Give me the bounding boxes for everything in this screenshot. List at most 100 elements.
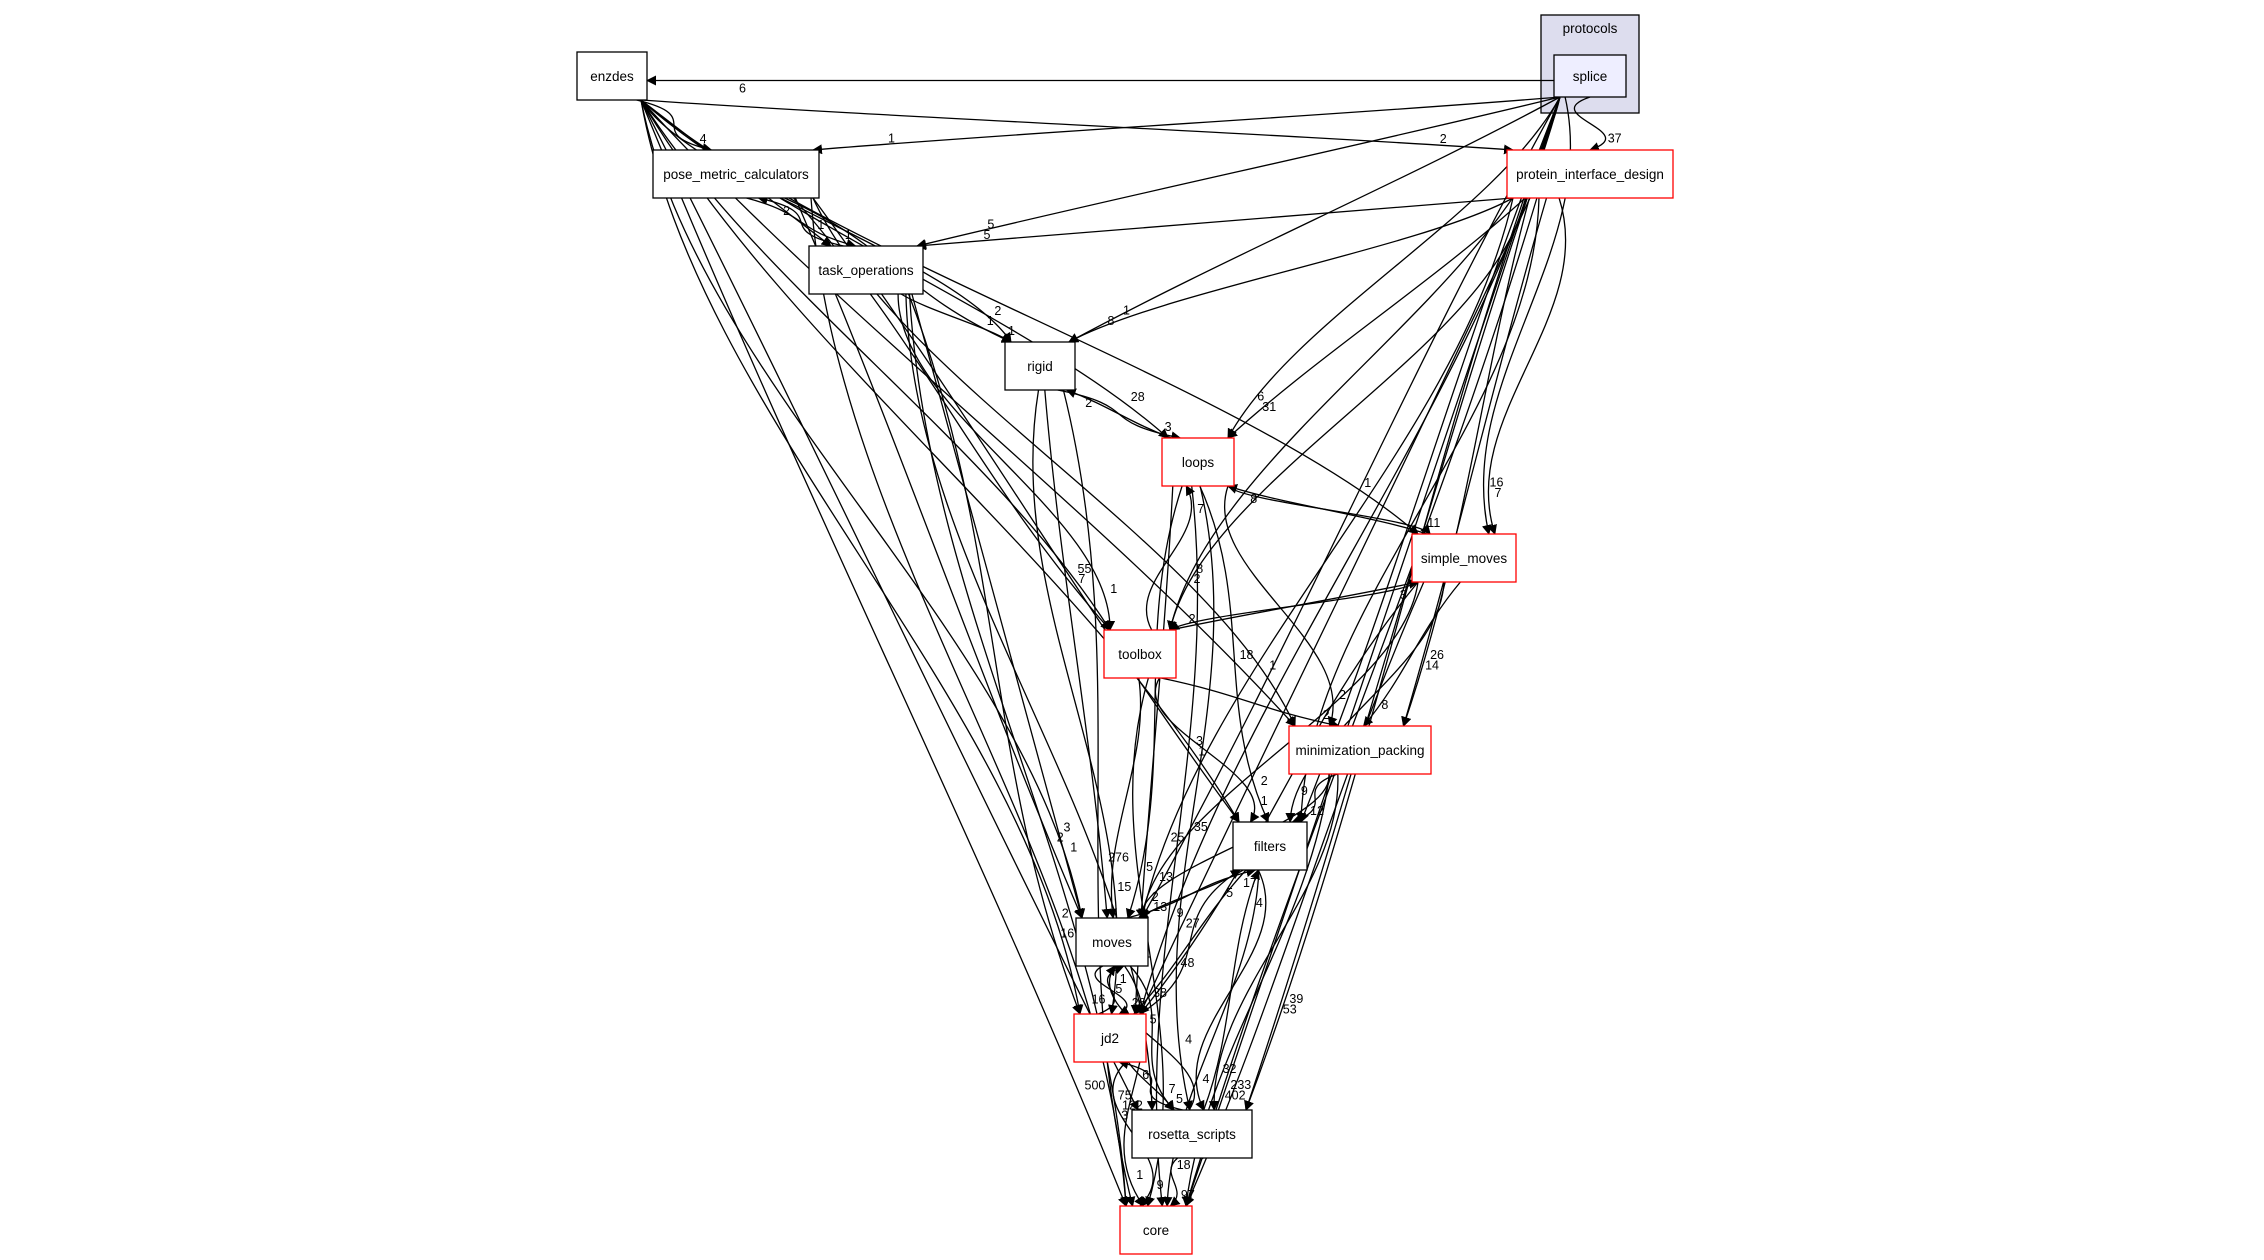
edge-label-filters-to-moves[interactable]: 13 xyxy=(1153,900,1167,914)
edge-label-jd2-to-filters[interactable]: 5 xyxy=(1226,886,1233,900)
node-rigid[interactable]: rigid xyxy=(1004,341,1076,391)
edge-splice-to-rigid[interactable] xyxy=(1068,96,1561,343)
edge-label-splice-to-pose-metric-calculators[interactable]: 1 xyxy=(888,132,895,146)
node-loops[interactable]: loops xyxy=(1161,437,1235,487)
edge-simple-moves-to-loops[interactable] xyxy=(1227,484,1428,535)
edge-label-pose-metric-calculators-to-rigid[interactable]: 1 xyxy=(987,314,994,328)
edge-label-enzdes-to-minimization-packing[interactable]: 18 xyxy=(1240,648,1254,662)
edge-splice-to-pose-metric-calculators[interactable] xyxy=(812,96,1561,155)
edge-label-rosetta-scripts-to-jd2[interactable]: 6 xyxy=(1142,1068,1149,1082)
edge-label-simple-moves-to-moves[interactable]: 13 xyxy=(1159,870,1173,884)
edge-rosetta-scripts-to-core[interactable] xyxy=(1169,1157,1181,1207)
node-moves[interactable]: moves xyxy=(1075,917,1149,967)
edge-label-rosetta-scripts-to-core[interactable]: 97 xyxy=(1181,1188,1195,1202)
edge-label-enzdes-to-toolbox[interactable]: 55 xyxy=(1078,562,1092,576)
edge-label-rosetta-scripts-to-filters[interactable]: 4 xyxy=(1256,896,1263,910)
edge-label-loops-to-moves[interactable]: 5 xyxy=(1146,860,1153,874)
node-box[interactable] xyxy=(1131,1109,1253,1159)
edge-label-enzdes-to-protein-interface-design[interactable]: 2 xyxy=(1440,132,1447,146)
edge-protein-interface-design-to-toolbox[interactable] xyxy=(1167,197,1527,631)
edge-label-protein-interface-design-to-minimization-packing[interactable]: 14 xyxy=(1425,658,1439,672)
edge-loops-to-rosetta-scripts[interactable] xyxy=(1175,485,1215,1111)
edge-protein-interface-design-to-simple-moves[interactable] xyxy=(1487,197,1567,535)
node-box[interactable] xyxy=(576,51,648,101)
edge-label-enzdes-to-simple-moves[interactable]: 1 xyxy=(1364,476,1371,490)
edge-label-minimization-packing-to-filters[interactable]: 12 xyxy=(1310,804,1324,818)
node-box[interactable] xyxy=(1506,149,1674,199)
edge-protein-interface-design-to-rigid[interactable] xyxy=(1068,197,1514,343)
edge-enzdes-to-moves[interactable] xyxy=(640,99,1086,919)
edge-label-task-operations-to-pose-metric-calculators[interactable]: 2 xyxy=(783,204,790,218)
edge-splice-to-rosetta-scripts[interactable] xyxy=(1244,96,1561,1111)
edge-simple-moves-to-minimization-packing[interactable] xyxy=(1362,581,1461,727)
edge-label-rosetta-scripts-to-moves[interactable]: 5 xyxy=(1115,982,1122,996)
edge-label-enzdes-to-task-operations[interactable]: 1 xyxy=(817,218,824,232)
edge-enzdes-to-filters[interactable] xyxy=(640,99,1240,823)
node-pose-metric-calculators[interactable]: pose_metric_calculators xyxy=(652,149,820,199)
edge-label-protein-interface-design-to-toolbox[interactable]: 2 xyxy=(1194,572,1201,586)
edge-label-moves-to-core[interactable]: 1 xyxy=(1136,1168,1143,1182)
edge-minimization-packing-to-rosetta-scripts[interactable] xyxy=(1208,773,1339,1111)
edge-label-splice-to-toolbox[interactable]: 8 xyxy=(1196,562,1203,576)
edge-label-rigid-to-core[interactable]: 3 xyxy=(1121,1109,1128,1123)
edge-label-enzdes-to-rigid[interactable]: 2 xyxy=(994,304,1001,318)
node-box[interactable] xyxy=(1075,917,1149,967)
edge-label-moves-to-filters[interactable]: 17 xyxy=(1243,876,1257,890)
node-minimization-packing[interactable]: minimization_packing xyxy=(1288,725,1432,775)
edge-enzdes-to-jd2[interactable] xyxy=(640,99,1084,1015)
edge-simple-moves-to-filters[interactable] xyxy=(1285,581,1445,823)
edge-loops-to-minimization-packing[interactable] xyxy=(1224,485,1338,727)
node-box[interactable] xyxy=(1161,437,1235,487)
edge-filters-to-core[interactable] xyxy=(1162,869,1260,1207)
edge-simple-moves-to-jd2[interactable] xyxy=(1139,581,1419,1015)
edge-label-loops-to-filters[interactable]: 2 xyxy=(1261,774,1268,788)
edge-protein-interface-design-to-moves[interactable] xyxy=(1139,197,1514,919)
edge-rosetta-scripts-to-moves[interactable] xyxy=(1105,965,1196,1111)
edge-label-splice-to-minimization-packing[interactable]: 26 xyxy=(1430,648,1444,662)
edge-label-filters-to-core[interactable]: 18 xyxy=(1177,1158,1191,1172)
edge-splice-to-loops[interactable] xyxy=(1227,96,1561,439)
edge-label-protein-interface-design-to-moves[interactable]: 25 xyxy=(1171,830,1185,844)
edge-label-splice-to-simple-moves[interactable]: 16 xyxy=(1490,476,1504,490)
edge-toolbox-to-loops[interactable] xyxy=(1145,485,1195,631)
edge-label-protein-interface-design-to-rigid[interactable]: 8 xyxy=(1108,314,1115,328)
edge-label-task-operations-to-toolbox[interactable]: 1 xyxy=(1110,582,1117,596)
edge-protein-interface-design-to-minimization-packing[interactable] xyxy=(1401,197,1548,727)
edge-label-splice-to-protein-interface-design[interactable]: 37 xyxy=(1608,132,1622,146)
edge-rosetta-scripts-to-filters[interactable] xyxy=(1203,869,1260,1111)
edge-label-toolbox-to-minimization-packing[interactable]: 2 xyxy=(1323,708,1330,722)
edge-label-task-operations-to-rosetta-scripts[interactable]: 5 xyxy=(1150,1013,1157,1027)
node-splice[interactable]: splice xyxy=(1553,54,1627,98)
edge-label-pose-metric-calculators-to-minimization-packing[interactable]: 1 xyxy=(1269,658,1276,672)
edge-label-simple-moves-to-jd2[interactable]: 48 xyxy=(1181,956,1195,970)
edge-enzdes-to-rigid[interactable] xyxy=(640,99,1012,343)
edge-label-task-operations-to-core[interactable]: 122 xyxy=(1122,1099,1143,1113)
node-box[interactable] xyxy=(1103,629,1177,679)
edge-toolbox-to-minimization-packing[interactable] xyxy=(1160,677,1340,730)
edge-label-pose-metric-calculators-to-moves[interactable]: 2 xyxy=(1057,830,1064,844)
node-box[interactable] xyxy=(1073,1013,1147,1063)
edge-label-toolbox-to-moves[interactable]: 15 xyxy=(1117,880,1131,894)
edge-label-protein-interface-design-to-loops[interactable]: 31 xyxy=(1262,400,1276,414)
edge-splice-to-protein-interface-design[interactable] xyxy=(1573,96,1607,152)
edge-label-enzdes-to-jd2[interactable]: 2 xyxy=(1062,906,1069,920)
edge-label-toolbox-to-loops[interactable]: 7 xyxy=(1197,502,1204,516)
edge-loops-to-filters[interactable] xyxy=(1199,485,1270,823)
edge-label-minimization-packing-to-rosetta-scripts[interactable]: 32 xyxy=(1223,1062,1237,1076)
edge-label-simple-moves-to-minimization-packing[interactable]: 8 xyxy=(1381,698,1388,712)
edge-label-loops-to-minimization-packing[interactable]: 2 xyxy=(1339,688,1346,702)
edge-label-task-operations-to-moves[interactable]: 1 xyxy=(1070,840,1077,854)
node-box[interactable] xyxy=(1288,725,1432,775)
edge-task-operations-to-moves[interactable] xyxy=(911,293,1085,919)
edge-label-pose-metric-calculators-to-core[interactable]: 75 xyxy=(1118,1089,1132,1103)
edge-label-pose-metric-calculators-to-toolbox[interactable]: 7 xyxy=(1078,572,1085,586)
node-rosetta-scripts[interactable]: rosetta_scripts xyxy=(1131,1109,1253,1159)
edge-label-splice-to-jd2[interactable]: 9 xyxy=(1177,906,1184,920)
edge-label-protein-interface-design-to-jd2[interactable]: 27 xyxy=(1186,917,1200,931)
edge-label-enzdes-to-filters[interactable]: 3 xyxy=(1196,734,1203,748)
node-simple-moves[interactable]: simple_moves xyxy=(1411,533,1517,583)
edge-splice-to-task-operations[interactable] xyxy=(916,96,1561,249)
edge-label-toolbox-to-simple-moves[interactable]: 3 xyxy=(1400,588,1407,602)
node-toolbox[interactable]: toolbox xyxy=(1103,629,1177,679)
edge-label-loops-to-simple-moves[interactable]: 11 xyxy=(1427,516,1440,530)
